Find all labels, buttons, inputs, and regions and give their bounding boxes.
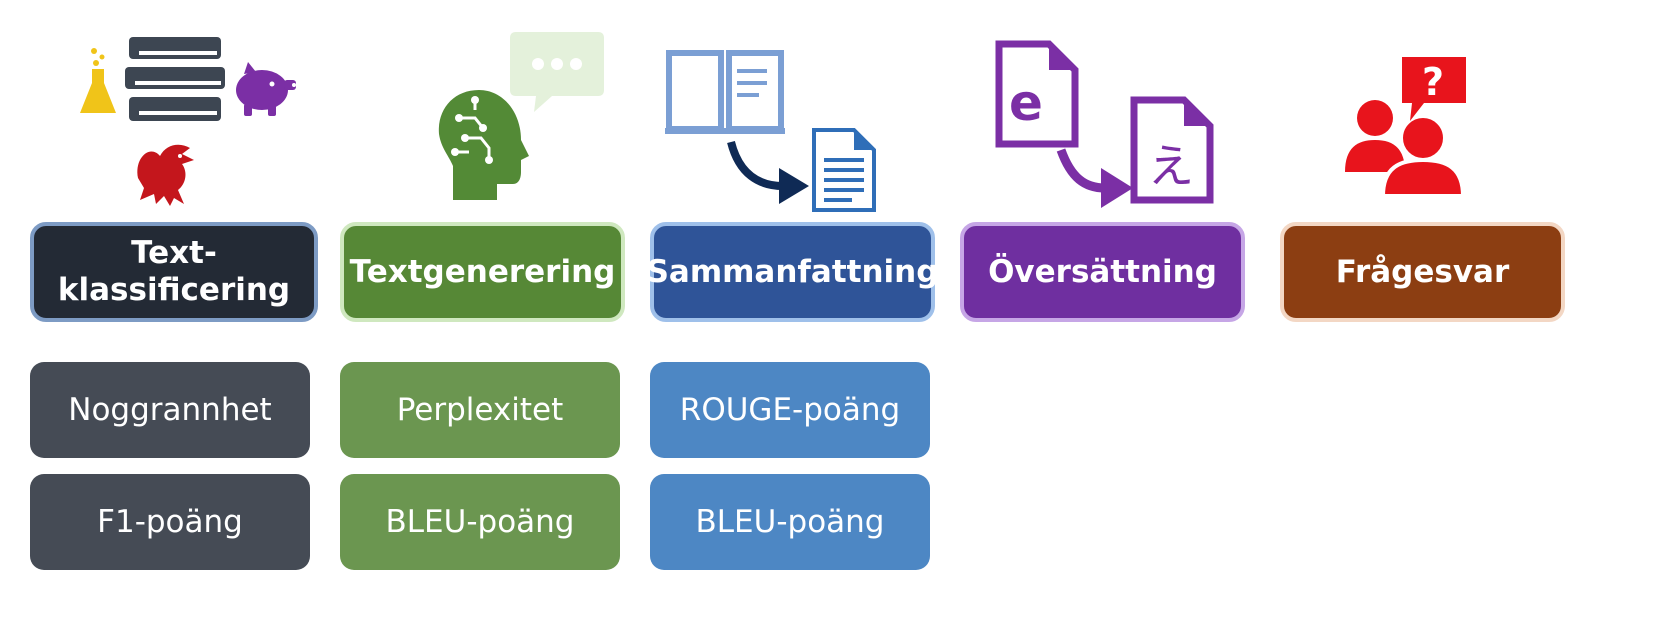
translate-arrow-icon	[1056, 148, 1133, 208]
metric-bleu-score-summarization: BLEU-poäng	[650, 474, 930, 570]
source-document-icon: e	[995, 40, 1079, 148]
column-summarization: Sammanfattning ROUGE-poäng BLEU-poäng	[647, 0, 950, 640]
metric-accuracy: Noggrannhet	[30, 362, 310, 458]
people-icon	[1345, 100, 1466, 198]
flask-icon	[80, 48, 116, 113]
open-book-icon	[665, 50, 785, 134]
document-icon	[812, 128, 876, 212]
ai-head-icon	[438, 90, 529, 200]
metric-perplexity: Perplexitet	[340, 362, 620, 458]
generation-icons	[340, 0, 640, 215]
chat-bubble-icon	[510, 32, 604, 112]
qa-icons: ?	[1280, 0, 1580, 215]
translated-document-icon: え	[1130, 96, 1214, 204]
header-question-answering: Frågesvar	[1280, 222, 1565, 322]
classification-icons	[30, 0, 330, 215]
header-text-generation: Textgenerering	[340, 222, 625, 322]
column-text-generation: Textgenerering Perplexitet BLEU-poäng	[340, 0, 640, 640]
header-translation: Översättning	[960, 222, 1245, 322]
metric-f1-score: F1-poäng	[30, 474, 310, 570]
question-mark: ?	[1422, 60, 1444, 104]
piggy-bank-icon	[236, 62, 296, 116]
metric-rouge-score: ROUGE-poäng	[650, 362, 930, 458]
summarization-icons	[650, 0, 950, 215]
books-icon	[125, 37, 225, 121]
column-translation: e え Översättning	[960, 0, 1260, 640]
header-summarization: Sammanfattning	[647, 222, 938, 322]
metric-bleu-score-generation: BLEU-poäng	[340, 474, 620, 570]
header-text-classification: Text- klassificering	[30, 222, 318, 322]
source-letter: e	[1009, 74, 1043, 132]
arrow-icon	[727, 140, 809, 204]
column-question-answering: ? Frågesvar	[1280, 0, 1580, 640]
dragon-icon	[137, 144, 194, 206]
target-glyph: え	[1148, 139, 1194, 193]
question-bubble-icon: ?	[1402, 57, 1466, 121]
column-text-classification: Text- klassificering Noggrannhet F1-poän…	[30, 0, 330, 640]
translation-icons: e え	[960, 0, 1260, 215]
